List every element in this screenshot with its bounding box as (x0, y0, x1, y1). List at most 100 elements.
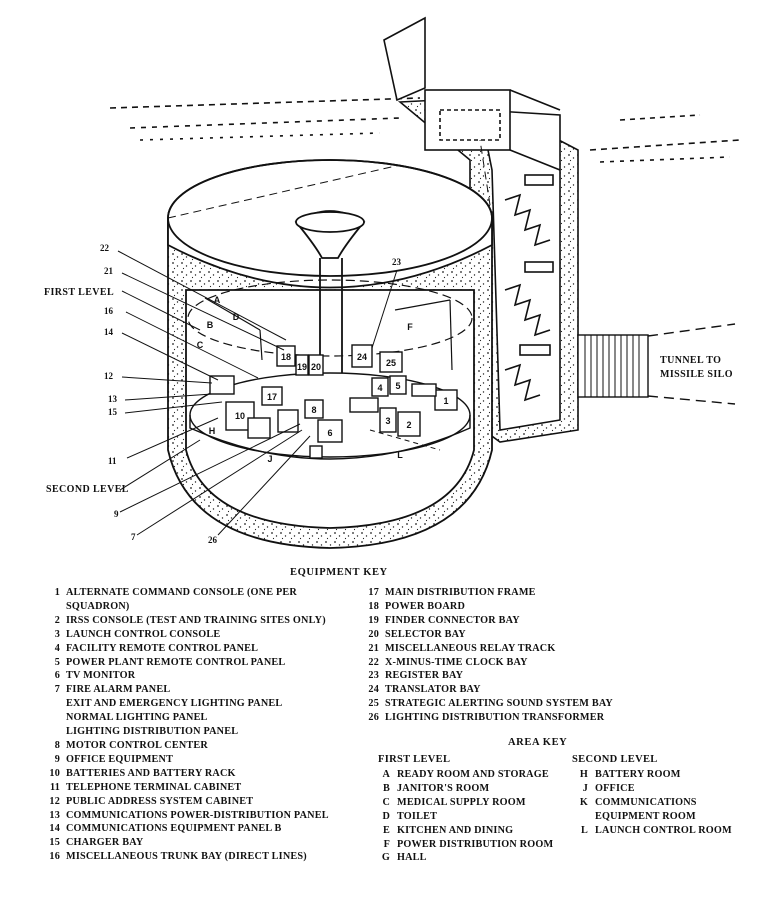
key-item-text: COMMUNICATIONS POWER-DISTRIBUTION PANEL (66, 809, 329, 821)
key-item-number: 2 (54, 614, 60, 626)
key-item-text: OFFICE (595, 782, 635, 794)
key-item-text: MEDICAL SUPPLY ROOM (397, 796, 526, 808)
capsule-cutaway-diagram: 18 19 20 24 25 17 4 5 1 10 8 3 2 6 A B C… (109, 16, 741, 549)
area-key-title: AREA KEY (508, 737, 568, 748)
key-item-number: 9 (54, 753, 60, 765)
key-item-text: BATTERY ROOM (595, 769, 681, 780)
key-item-number: 6 (54, 670, 60, 682)
key-item-number: 7 (54, 684, 60, 696)
key-item-number: J (582, 782, 588, 794)
key-item-text: HALL (397, 852, 427, 864)
key-item-text: POWER DISTRIBUTION ROOM (397, 838, 554, 850)
equipment-key-item: EXIT AND EMERGENCY LIGHTING PANEL (38, 697, 329, 711)
key-item-number: 20 (368, 628, 379, 640)
equipment-key-item: 7 FIRE ALARM PANEL (38, 683, 329, 697)
key-item-number: D (382, 810, 390, 822)
equipment-boxes (209, 344, 458, 459)
key-item-text: FIRE ALARM PANEL (66, 684, 171, 696)
callout-9: 9 (114, 509, 119, 519)
key-item-number: 11 (49, 781, 60, 793)
area-key-first-level-heading: FIRST LEVEL (378, 754, 451, 765)
key-item-number: 10 (49, 767, 60, 779)
equipment-key-item: 10 BATTERIES AND BATTERY RACK (38, 767, 329, 781)
box-number: 1 (443, 396, 448, 406)
key-item-text: TV MONITOR (66, 670, 136, 682)
equipment-key-item: 25 STRATEGIC ALERTING SOUND SYSTEM BAY (357, 697, 613, 711)
key-item-text: NORMAL LIGHTING PANEL (66, 712, 208, 724)
key-item-number: K (579, 796, 588, 808)
equipment-key-item: LIGHTING DISTRIBUTION PANEL (38, 725, 329, 739)
equipment-key-item: 6 TV MONITOR (38, 669, 329, 683)
box-number: 25 (386, 358, 396, 368)
callout-11: 11 (108, 456, 117, 466)
key-item-number: 5 (54, 656, 60, 668)
callout-22: 22 (100, 243, 109, 253)
tunnel-label-line2: MISSILE SILO (660, 369, 733, 380)
key-item-number: 25 (368, 698, 379, 710)
equipment-key-item: 13 COMMUNICATIONS POWER-DISTRIBUTION PANE… (38, 809, 329, 823)
box-number: 24 (357, 352, 367, 362)
capsule-structure (167, 139, 493, 549)
key-item-number: C (382, 796, 390, 808)
key-item-number: F (383, 838, 390, 850)
key-item-number: 4 (54, 642, 60, 654)
key-item-number: 13 (49, 809, 60, 821)
key-item-text: LIGHTING DISTRIBUTION PANEL (66, 726, 239, 738)
key-item-number: 24 (368, 684, 379, 696)
key-item-text: BATTERIES AND BATTERY RACK (66, 767, 236, 779)
callout-23: 23 (392, 257, 401, 267)
equipment-key-item: 26 LIGHTING DISTRIBUTION TRANSFORMER (357, 711, 613, 725)
key-item-number: 12 (49, 795, 60, 807)
key-item-number: 14 (49, 823, 60, 835)
key-item-text: FINDER CONNECTOR BAY (385, 614, 520, 626)
ground-surface-lines (109, 97, 741, 163)
callout-15: 15 (108, 407, 117, 417)
box-number: 17 (267, 392, 277, 402)
key-item-number: H (579, 769, 588, 780)
area-key-item: J OFFICE (576, 782, 732, 796)
box-number: 20 (311, 362, 321, 372)
key-item-number: 26 (368, 712, 379, 724)
leader-lines (117, 250, 398, 536)
callout-21: 21 (104, 266, 113, 276)
key-item-number: 22 (368, 656, 379, 668)
key-item-text: READY ROOM AND STORAGE (397, 769, 549, 780)
key-item-text: STRATEGIC ALERTING SOUND SYSTEM BAY (385, 698, 613, 710)
callout-13: 13 (108, 394, 117, 404)
key-item-number: 21 (368, 642, 379, 654)
key-item-number: 15 (49, 837, 60, 849)
key-item-text: ALTERNATE COMMAND CONSOLE (ONE PER (66, 587, 297, 598)
equipment-key-title: EQUIPMENT KEY (290, 567, 388, 578)
area-key-item: H BATTERY ROOM (576, 768, 732, 782)
key-item-text: REGISTER BAY (385, 670, 464, 682)
area-key-item: F POWER DISTRIBUTION ROOM (378, 838, 554, 852)
key-item-text: LAUNCH CONTROL CONSOLE (66, 628, 221, 640)
key-item-number: L (581, 824, 588, 836)
area-key-item: G HALL (378, 851, 553, 865)
key-item-text: SELECTOR BAY (385, 628, 466, 640)
key-item-number: G (381, 852, 390, 864)
key-item-number: 17 (368, 587, 379, 598)
room-letter: B (207, 320, 214, 330)
key-item-number: 8 (54, 739, 60, 751)
box-number: 5 (395, 381, 400, 391)
key-item-text: LIGHTING DISTRIBUTION TRANSFORMER (385, 712, 605, 724)
